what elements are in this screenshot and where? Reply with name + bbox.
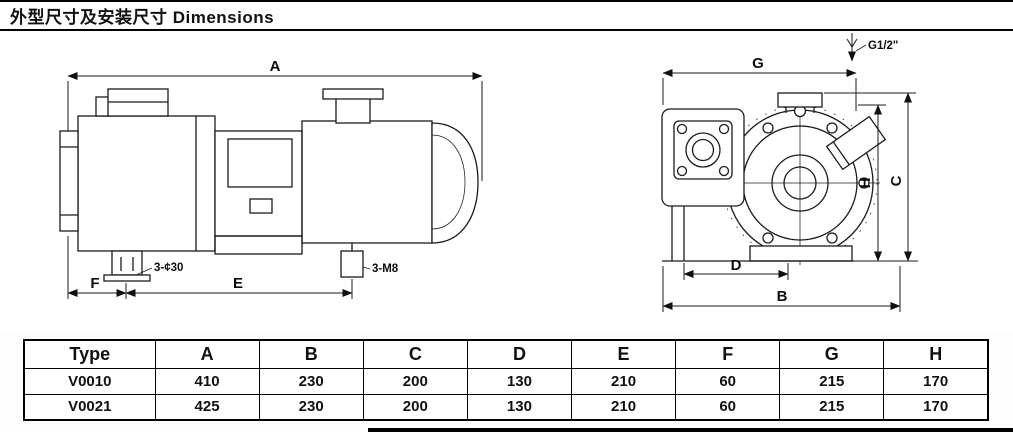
note-feet-holes: 3-¢30	[135, 262, 183, 276]
col-header-type: Type	[23, 339, 156, 369]
dim-label-h: H	[857, 178, 874, 189]
dim-label-b: B	[777, 288, 788, 305]
cell-value: 200	[362, 367, 468, 395]
cell-type: V0021	[23, 393, 156, 421]
col-header-h: H	[883, 339, 989, 369]
cell-value: 230	[258, 367, 364, 395]
col-header-b: B	[258, 339, 364, 369]
cell-value: 60	[675, 393, 781, 421]
cell-value: 410	[154, 367, 260, 395]
col-header-a: A	[154, 339, 260, 369]
dim-label-a: A	[270, 58, 281, 75]
cell-value: 215	[779, 393, 885, 421]
pump-foot	[662, 245, 854, 262]
port-callout: G1/2"	[846, 33, 898, 62]
dim-d: D	[683, 257, 789, 280]
note-anchor-bolt: 3-M8	[362, 263, 399, 275]
inlet-port-side	[322, 88, 384, 124]
cell-value: 130	[466, 367, 573, 395]
table-row-v0010: V0010 410 230 200 130 210 60 215 170	[23, 367, 989, 395]
dim-label-f: F	[90, 275, 99, 292]
dim-e: E	[125, 275, 353, 299]
dim-label-g: G	[752, 55, 764, 72]
anchor-bolt	[340, 243, 364, 278]
terminal-box	[661, 108, 745, 261]
pump-body	[59, 88, 216, 282]
page-title: 外型尺寸及安装尺寸 Dimensions	[0, 0, 1013, 31]
table-row-v0021: V0021 425 230 200 130 210 60 215 170	[23, 393, 989, 421]
dim-g: G	[662, 55, 857, 111]
dimensions-table: Type A B C D E F G H V0010 410 230 200 1…	[23, 339, 989, 421]
col-header-c: C	[362, 339, 468, 369]
col-header-f: F	[675, 339, 781, 369]
cell-value: 130	[466, 393, 573, 421]
dim-label-c: C	[888, 175, 905, 186]
col-header-e: E	[570, 339, 677, 369]
cell-value: 210	[570, 367, 677, 395]
note-anchor-bolt-label: 3-M8	[372, 263, 399, 275]
dim-a: A	[67, 58, 483, 181]
note-feet-holes-label: 3-¢30	[154, 262, 183, 274]
side-view: A	[59, 58, 483, 299]
cell-value: 215	[779, 367, 885, 395]
col-header-d: D	[466, 339, 573, 369]
page-edge-rule	[368, 428, 1013, 432]
technical-drawing: A	[0, 31, 1013, 332]
cell-value: 170	[883, 393, 989, 421]
cell-value: 170	[883, 367, 989, 395]
cell-value: 60	[675, 367, 781, 395]
dim-label-d: D	[731, 257, 742, 274]
dim-label-e: E	[233, 275, 243, 292]
coupling-housing	[214, 130, 303, 255]
cell-value: 210	[570, 393, 677, 421]
dim-b: B	[662, 266, 901, 312]
dim-c: C	[824, 92, 916, 262]
table-header-row: Type A B C D E F G H	[23, 339, 989, 369]
motor	[301, 120, 479, 244]
end-view: G G1/2" D B H C	[661, 33, 918, 312]
cell-value: 425	[154, 393, 260, 421]
port-size-label: G1/2"	[868, 40, 898, 52]
pump-drawing-svg: A	[59, 33, 918, 312]
cell-type: V0010	[23, 367, 156, 395]
cell-value: 200	[362, 393, 468, 421]
cell-value: 230	[258, 393, 364, 421]
col-header-g: G	[779, 339, 885, 369]
top-flange	[777, 92, 823, 113]
